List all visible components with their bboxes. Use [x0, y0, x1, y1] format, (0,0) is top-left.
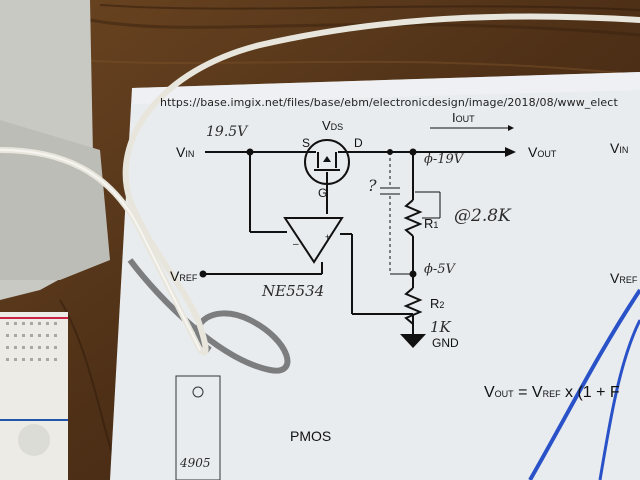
- r1-subscript: 1: [433, 220, 439, 230]
- vout-subscript: OUT: [537, 149, 557, 159]
- r1-note: @2.8K: [454, 206, 511, 226]
- capacitor-note: ?: [368, 176, 377, 195]
- vref-label: VREF: [170, 268, 197, 284]
- right-vin-label: VIN: [610, 140, 628, 156]
- right-vref-label: VREF: [610, 270, 637, 286]
- right-vref-letter: V: [610, 270, 620, 286]
- vin-note: 19.5V: [206, 124, 248, 140]
- vds-label: VDS: [322, 118, 343, 133]
- formula-eq: = V: [513, 384, 543, 401]
- vout-note: ϕ-19V: [424, 152, 464, 167]
- node-voltage-note: ϕ-5V: [424, 262, 455, 277]
- svg-text:+: +: [325, 232, 330, 242]
- formula-sub-out: OUT: [494, 389, 514, 399]
- vin-label: VIN: [176, 144, 194, 160]
- vref-letter: V: [170, 268, 180, 284]
- package-label: 4905: [180, 456, 211, 470]
- iout-label: IOUT: [452, 110, 475, 125]
- gate-pin-label: G: [318, 186, 328, 200]
- right-vin-subscript: IN: [619, 145, 629, 155]
- source-url: https://base.imgix.net/files/base/ebm/el…: [160, 96, 618, 109]
- r2-letter: R: [430, 296, 440, 311]
- output-formula: VOUT = VREF x (1 + F: [484, 384, 620, 402]
- gnd-label: GND: [432, 336, 459, 350]
- vds-letter: V: [322, 118, 331, 133]
- r1-label: R1: [424, 216, 438, 231]
- r2-label: R2: [430, 296, 444, 311]
- pmos-label: PMOS: [290, 428, 332, 444]
- r2-value: 1K: [430, 318, 451, 336]
- vout-label: VOUT: [528, 144, 556, 160]
- right-vin-letter: V: [610, 140, 620, 156]
- opamp-note: NE5534: [262, 282, 325, 300]
- vds-subscript: DS: [330, 122, 344, 132]
- svg-text:–: –: [293, 239, 299, 250]
- formula-v: V: [484, 384, 495, 401]
- iout-letter: I: [452, 110, 456, 125]
- formula-tail: x (1 + F: [560, 384, 620, 401]
- r1-letter: R: [424, 216, 434, 231]
- vin-subscript: IN: [185, 149, 195, 159]
- vref-subscript: REF: [179, 273, 198, 283]
- vout-letter: V: [528, 144, 538, 160]
- iout-subscript: OUT: [455, 114, 475, 124]
- right-vref-subscript: REF: [619, 275, 638, 285]
- drain-pin-label: D: [354, 136, 363, 150]
- vin-letter: V: [176, 144, 186, 160]
- source-pin-label: S: [302, 136, 311, 150]
- formula-sub-ref: REF: [542, 389, 561, 399]
- r2-subscript: 2: [439, 300, 445, 310]
